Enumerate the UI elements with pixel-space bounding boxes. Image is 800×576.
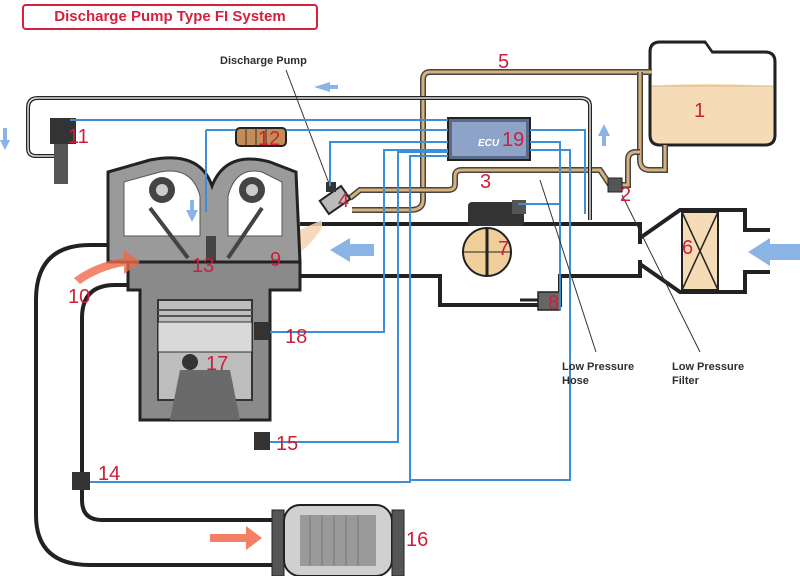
callout-14: 14 bbox=[98, 463, 120, 485]
low-pressure-filter-pointer bbox=[621, 194, 701, 353]
engine-cylinder-head bbox=[106, 156, 302, 266]
callout-5: 5 bbox=[498, 51, 509, 73]
sensor-15 bbox=[254, 432, 270, 450]
signal-wires bbox=[70, 119, 586, 483]
discharge-pump-pointer bbox=[285, 69, 331, 187]
exhaust-flow-arrow-lower bbox=[210, 526, 262, 550]
fuel-tank bbox=[648, 40, 777, 147]
sensor-14 bbox=[72, 472, 90, 490]
callout-1: 1 bbox=[694, 100, 705, 122]
discharge-pump bbox=[318, 182, 352, 216]
ecu-label: ECU bbox=[478, 138, 500, 149]
sensor-12 bbox=[235, 127, 287, 147]
callout-11: 11 bbox=[68, 126, 89, 148]
sensor-18 bbox=[254, 322, 270, 340]
title-box: Discharge Pump Type FI System bbox=[22, 4, 318, 30]
callout-10: 10 bbox=[68, 286, 90, 308]
callout-17: 17 bbox=[206, 353, 228, 375]
diagram-title: Discharge Pump Type FI System bbox=[54, 8, 286, 25]
throttle-body bbox=[462, 200, 526, 277]
callout-19: 19 bbox=[502, 129, 524, 151]
callout-13: 13 bbox=[192, 255, 214, 277]
callout-9: 9 bbox=[270, 249, 281, 271]
callout-6: 6 bbox=[682, 237, 693, 259]
ecu-unit: ECU bbox=[447, 117, 531, 161]
pressure-sensor-2 bbox=[607, 177, 623, 193]
callout-15: 15 bbox=[276, 433, 298, 455]
callout-2: 2 bbox=[620, 184, 631, 206]
flow-arrows bbox=[0, 82, 800, 266]
callout-4: 4 bbox=[338, 190, 349, 212]
air-filter bbox=[638, 208, 770, 294]
callout-7: 7 bbox=[498, 238, 509, 260]
callout-3: 3 bbox=[480, 171, 491, 193]
engine-cylinder-block bbox=[126, 260, 302, 422]
callout-18: 18 bbox=[285, 326, 307, 348]
callout-12: 12 bbox=[258, 128, 280, 150]
discharge-pump-label: Discharge Pump bbox=[220, 55, 307, 67]
callout-16: 16 bbox=[406, 529, 428, 551]
exhaust-pipe bbox=[34, 243, 272, 567]
catalytic-converter bbox=[271, 504, 405, 576]
sensor-11 bbox=[50, 118, 76, 184]
exhaust-flow-arrow-upper bbox=[74, 250, 140, 284]
callout-8: 8 bbox=[548, 292, 559, 314]
low-pressure-hose-pointer bbox=[539, 179, 597, 353]
